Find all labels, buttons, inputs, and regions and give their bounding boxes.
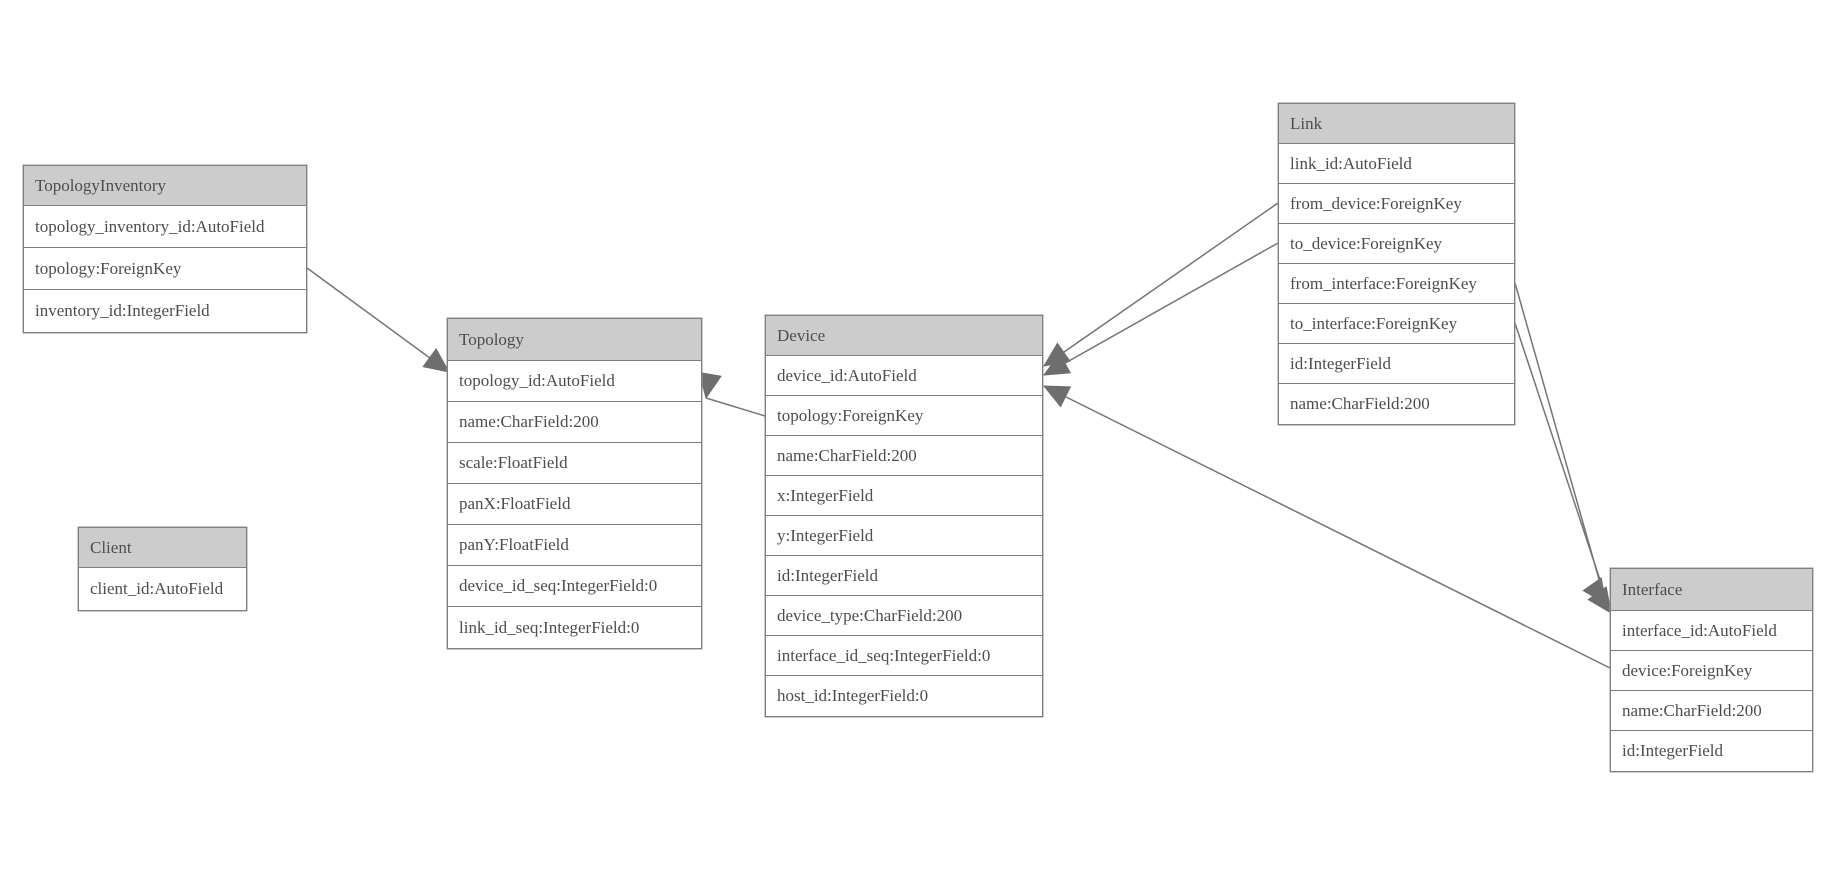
connector-interface-device-arrowhead [1042, 385, 1072, 408]
entity-client-header: Client [79, 528, 246, 568]
connector-link-to-interface-arrowhead [1587, 586, 1612, 614]
entity-topology-inventory-header: TopologyInventory [24, 166, 306, 206]
entity-topology-field-topology_id: topology_id:AutoField [448, 361, 701, 402]
entity-link-field-from_interface: from_interface:ForeignKey [1279, 264, 1514, 304]
connector-device-topology-arrowhead [698, 371, 722, 400]
entity-device-field-device_type: device_type:CharField:200 [766, 596, 1042, 636]
entity-topology-field-scale: scale:FloatField [448, 443, 701, 484]
entity-device-field-id: id:IntegerField [766, 556, 1042, 596]
entity-device-field-name: name:CharField:200 [766, 436, 1042, 476]
connector-topologyinventory-topology [306, 267, 450, 373]
entity-interface-field-id: id:IntegerField [1611, 731, 1812, 771]
entity-interface-field-name: name:CharField:200 [1611, 691, 1812, 731]
entity-topology-field-device_id_seq: device_id_seq:IntegerField:0 [448, 566, 701, 607]
entity-device-field-device_id: device_id:AutoField [766, 356, 1042, 396]
connector-link-from-interface-arrowhead [1582, 577, 1607, 605]
entity-topology-field-link_id_seq: link_id_seq:IntegerField:0 [448, 607, 701, 648]
entity-interface-header: Interface [1611, 569, 1812, 611]
entity-link-field-from_device: from_device:ForeignKey [1279, 184, 1514, 224]
connector-topologyinventory-topology-arrowhead [422, 348, 450, 373]
entity-link-header: Link [1279, 104, 1514, 144]
connector-link-from-interface [1514, 282, 1607, 605]
entity-link-field-id: id:IntegerField [1279, 344, 1514, 384]
entity-link-field-to_interface: to_interface:ForeignKey [1279, 304, 1514, 344]
entity-link-field-link_id: link_id:AutoField [1279, 144, 1514, 184]
connector-link-from-device-arrowhead [1043, 342, 1071, 367]
entity-topology-inventory-field-inventory_id: inventory_id:IntegerField [24, 290, 306, 332]
entity-topology-field-panX: panX:FloatField [448, 484, 701, 525]
connector-link-to-device-arrowhead [1042, 352, 1072, 376]
entity-topology-header: Topology [448, 319, 701, 361]
connector-device-topology [705, 397, 766, 417]
connector-link-to-device [1043, 242, 1279, 376]
entity-device-field-interface_id_seq: interface_id_seq:IntegerField:0 [766, 636, 1042, 676]
entity-device-field-y: y:IntegerField [766, 516, 1042, 556]
entity-client-field-client_id: client_id:AutoField [79, 568, 246, 610]
entity-device-field-x: x:IntegerField [766, 476, 1042, 516]
connector-interface-device [1043, 385, 1611, 669]
entity-topology-inventory-field-topology_inventory_id: topology_inventory_id:AutoField [24, 206, 306, 248]
entity-topology-inventory-field-topology: topology:ForeignKey [24, 248, 306, 290]
entity-link-field-to_device: to_device:ForeignKey [1279, 224, 1514, 264]
entity-device-field-topology: topology:ForeignKey [766, 396, 1042, 436]
entity-device-field-host_id: host_id:IntegerField:0 [766, 676, 1042, 716]
connector-link-to-interface [1514, 322, 1612, 614]
entity-device-header: Device [766, 316, 1042, 356]
entity-interface-field-interface_id: interface_id:AutoField [1611, 611, 1812, 651]
entity-topology-field-panY: panY:FloatField [448, 525, 701, 566]
entity-interface-field-device: device:ForeignKey [1611, 651, 1812, 691]
connector-link-from-device [1043, 202, 1279, 367]
entity-link-field-name: name:CharField:200 [1279, 384, 1514, 424]
entity-topology-field-name: name:CharField:200 [448, 402, 701, 443]
